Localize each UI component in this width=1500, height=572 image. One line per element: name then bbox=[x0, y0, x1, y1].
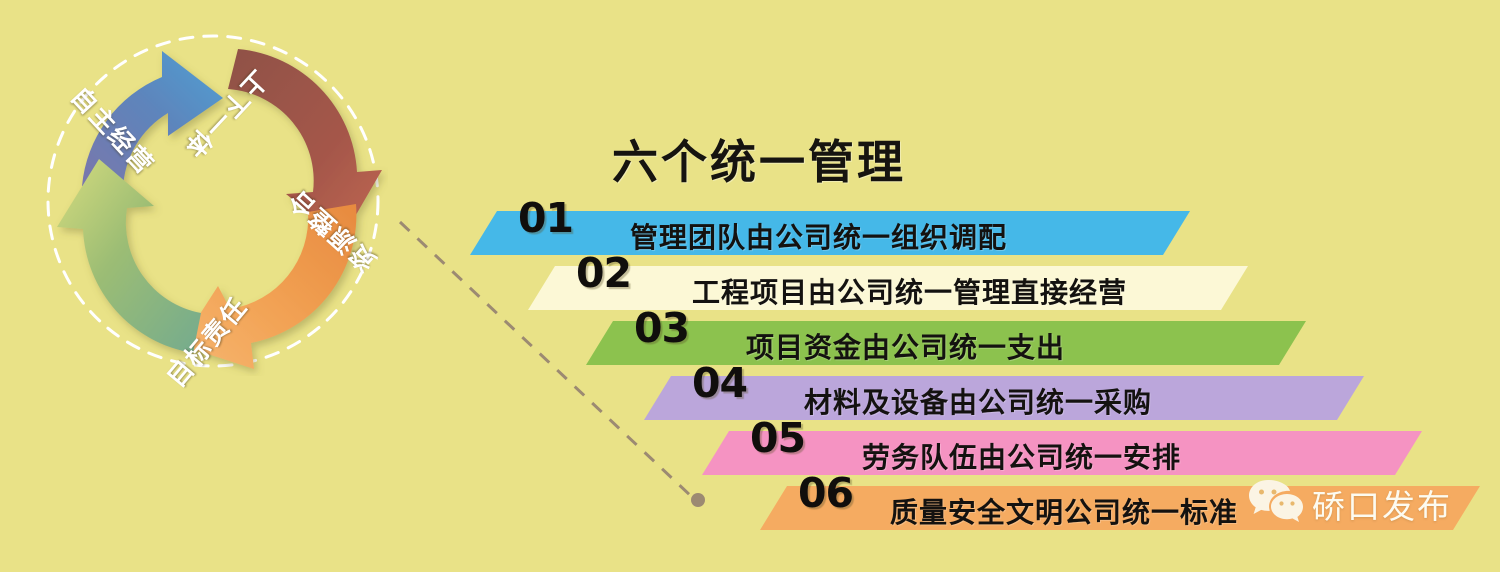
cycle-diagram: 自主经营 上下一体 资源整合 目标责任 bbox=[38, 26, 388, 393]
band-number-6: 06 bbox=[798, 469, 854, 517]
band-text-3: 项目资金由公司统一支出 bbox=[746, 332, 1066, 363]
band-shape-3 bbox=[586, 321, 1306, 365]
band-number-5: 05 bbox=[750, 414, 806, 462]
band-number-4: 04 bbox=[692, 359, 748, 407]
band-number-2: 02 bbox=[576, 249, 632, 297]
band-shape-5 bbox=[702, 431, 1422, 475]
band-row-5: 劳务队伍由公司统一安排 bbox=[702, 431, 1422, 475]
band-row-2: 工程项目由公司统一管理直接经营 bbox=[528, 266, 1248, 310]
band-polygon-2 bbox=[528, 266, 1248, 310]
band-row-4: 材料及设备由公司统一采购 bbox=[644, 376, 1364, 420]
watermark: 硚口发布 bbox=[1248, 478, 1452, 529]
leader-endpoint-dot bbox=[691, 493, 705, 507]
band-row-3: 项目资金由公司统一支出 bbox=[586, 321, 1306, 365]
cycle-segment-2 bbox=[228, 49, 382, 239]
band-shape-6 bbox=[760, 486, 1480, 530]
band-row-6: 质量安全文明公司统一标准 bbox=[760, 486, 1480, 530]
band-number-1: 01 bbox=[518, 194, 574, 242]
cycle-segment-1 bbox=[82, 51, 223, 189]
band-shape-4 bbox=[644, 376, 1364, 420]
band-text-5: 劳务队伍由公司统一安排 bbox=[862, 442, 1182, 473]
band-row-1: 管理团队由公司统一组织调配 bbox=[470, 211, 1190, 255]
watermark-text: 硚口发布 bbox=[1312, 487, 1452, 525]
band-polygon-6 bbox=[760, 486, 1480, 530]
outer-dashed-ring bbox=[46, 34, 380, 368]
band-shape-1 bbox=[470, 211, 1190, 255]
band-text-4: 材料及设备由公司统一采购 bbox=[804, 387, 1153, 418]
band-text-2: 工程项目由公司统一管理直接经营 bbox=[692, 277, 1128, 308]
band-polygon-3 bbox=[586, 321, 1306, 365]
wechat-icon bbox=[1248, 478, 1304, 529]
page-title: 六个统一管理 bbox=[612, 137, 906, 188]
wechat-icon-svg bbox=[1249, 480, 1303, 522]
band-text-1: 管理团队由公司统一组织调配 bbox=[630, 222, 1008, 253]
band-polygon-4 bbox=[644, 376, 1364, 420]
band-text-6: 质量安全文明公司统一标准 bbox=[890, 497, 1239, 528]
band-shape-2 bbox=[528, 266, 1248, 310]
band-polygon-5 bbox=[702, 431, 1422, 475]
band-number-3: 03 bbox=[634, 304, 690, 352]
cycle-segment-4 bbox=[57, 159, 201, 353]
cycle-segment-3 bbox=[180, 204, 357, 369]
cycle-diagram-svg bbox=[46, 34, 382, 369]
band-polygon-1 bbox=[470, 211, 1190, 255]
